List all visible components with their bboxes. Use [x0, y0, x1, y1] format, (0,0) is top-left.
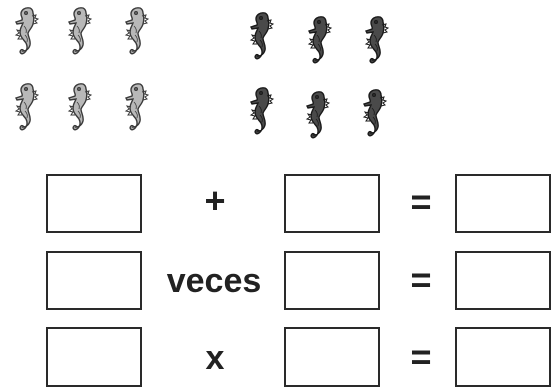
seahorse-icon	[299, 88, 335, 144]
equation-3-second-box[interactable]	[284, 327, 380, 387]
equation-1-first-box[interactable]	[46, 174, 142, 233]
equation-2-first-box[interactable]	[46, 251, 142, 310]
seahorse-icon	[243, 84, 279, 140]
equation-2-equals: =	[410, 259, 432, 300]
seahorse-icon	[118, 4, 154, 60]
seahorse-icon	[8, 4, 44, 60]
equation-3-equals: =	[410, 336, 432, 377]
seahorse-icon	[301, 13, 337, 69]
seahorse-icon	[8, 80, 44, 136]
equation-2-second-box[interactable]	[284, 251, 380, 310]
seahorse-icon	[243, 9, 279, 65]
equation-3-operator: x	[205, 339, 225, 377]
equation-1-equals: =	[410, 181, 432, 222]
seahorse-icon	[61, 4, 97, 60]
equation-1-second-box[interactable]	[284, 174, 380, 233]
equation-1-operator: +	[204, 180, 226, 221]
seahorse-icon	[358, 13, 394, 69]
seahorse-icon	[356, 86, 392, 142]
equation-1-result-box[interactable]	[455, 174, 551, 233]
seahorse-icon	[61, 80, 97, 136]
seahorse-icon	[118, 80, 154, 136]
equation-2-result-box[interactable]	[455, 251, 551, 310]
equation-3-result-box[interactable]	[455, 327, 551, 387]
equation-2-operator: veces	[166, 262, 262, 300]
equation-3-first-box[interactable]	[46, 327, 142, 387]
